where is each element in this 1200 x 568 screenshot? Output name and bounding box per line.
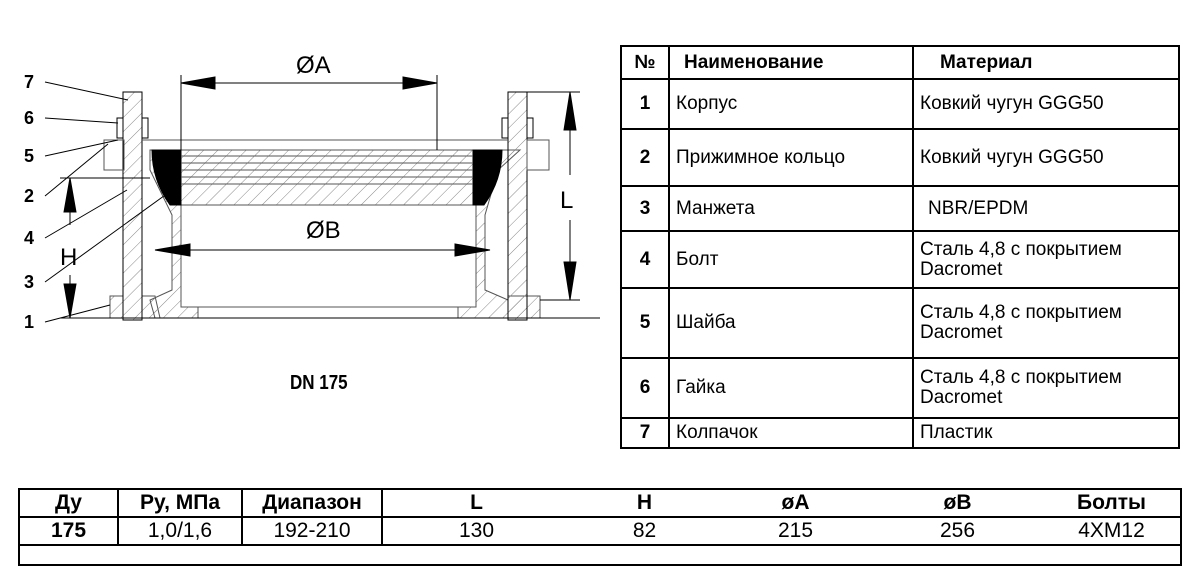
part-name: Манжета (668, 185, 914, 232)
part-name: Корпус (668, 78, 914, 130)
table-row: 175 1,0/1,6 192-210 130 82 215 256 4XM12 (19, 517, 1181, 545)
gasket-left (151, 149, 182, 206)
part-number: 7 (620, 417, 670, 449)
part-number: 5 (620, 287, 670, 359)
callout-6: 6 (24, 108, 34, 128)
part-name: Шайба (668, 287, 914, 359)
part-name: Болт (668, 230, 914, 289)
part-number: 3 (620, 185, 670, 232)
coupling-drawing: ØA ØB L H 7 6 5 2 4 3 (24, 52, 600, 332)
part-material: Ковкий чугун GGG50 (912, 78, 1180, 130)
part-number: 2 (620, 128, 670, 187)
dimension-h-label: H (60, 244, 77, 271)
part-number: 1 (620, 78, 670, 130)
cell-range: 192-210 (242, 517, 383, 545)
part-material: Сталь 4,8 с покрытием Dacromet (912, 230, 1180, 289)
header-material: Материал (912, 45, 1180, 80)
part-material: Ковкий чугун GGG50 (912, 128, 1180, 187)
callout-7: 7 (24, 72, 34, 92)
header-pressure: Ру, МПа (118, 489, 243, 518)
part-number: 6 (620, 357, 670, 419)
dimension-l-label: L (560, 187, 573, 214)
cell-bolts: 4XM12 (1078, 519, 1145, 542)
part-name: Прижимное кольцо (668, 128, 914, 187)
callout-1: 1 (24, 312, 34, 332)
cell-pressure: 1,0/1,6 (118, 517, 243, 545)
part-material: NBR/EPDM (912, 185, 1180, 232)
spec-table: Ду Ру, МПа Диапазон L H øA øB Болты 175 … (18, 488, 1182, 566)
cell-b: 256 (939, 519, 976, 542)
cell-dn: 175 (19, 517, 119, 545)
header-dn: Ду (19, 489, 119, 518)
bolt-right (507, 91, 528, 321)
cell-a: 215 (777, 519, 814, 542)
gasket-right (472, 149, 503, 206)
part-number: 4 (620, 230, 670, 289)
empty-cell (19, 544, 1181, 565)
part-name: Гайка (668, 357, 914, 419)
header-name: Наименование (668, 45, 914, 80)
header-a: øA (719, 489, 872, 518)
header-b: øB (872, 489, 1043, 518)
callout-3: 3 (24, 272, 34, 292)
part-material: Пластик (912, 417, 1180, 449)
drawing-caption: DN 175 (290, 372, 348, 394)
table-header-row: Ду Ру, МПа Диапазон L H øA øB Болты (19, 489, 1181, 518)
cell-l: 130 (458, 519, 495, 542)
bolt-left (122, 91, 143, 321)
dimension-a-label: ØA (296, 52, 331, 79)
header-number: № (620, 45, 670, 80)
part-material: Сталь 4,8 с покрытием Dacromet (912, 357, 1180, 419)
cell-h: 82 (632, 519, 657, 542)
header-bolts: Болты (1043, 489, 1181, 518)
part-material: Сталь 4,8 с покрытием Dacromet (912, 287, 1180, 359)
part-name: Колпачок (668, 417, 914, 449)
callout-4: 4 (24, 228, 34, 248)
empty-row (19, 544, 1181, 565)
dimension-b-label: ØB (306, 217, 341, 244)
table-header-row: № Наименование Материал (620, 45, 1180, 80)
header-h: H (570, 489, 719, 518)
callout-2: 2 (24, 186, 34, 206)
callout-5: 5 (24, 146, 34, 166)
header-range: Диапазон (242, 489, 383, 518)
header-l: L (382, 489, 570, 518)
